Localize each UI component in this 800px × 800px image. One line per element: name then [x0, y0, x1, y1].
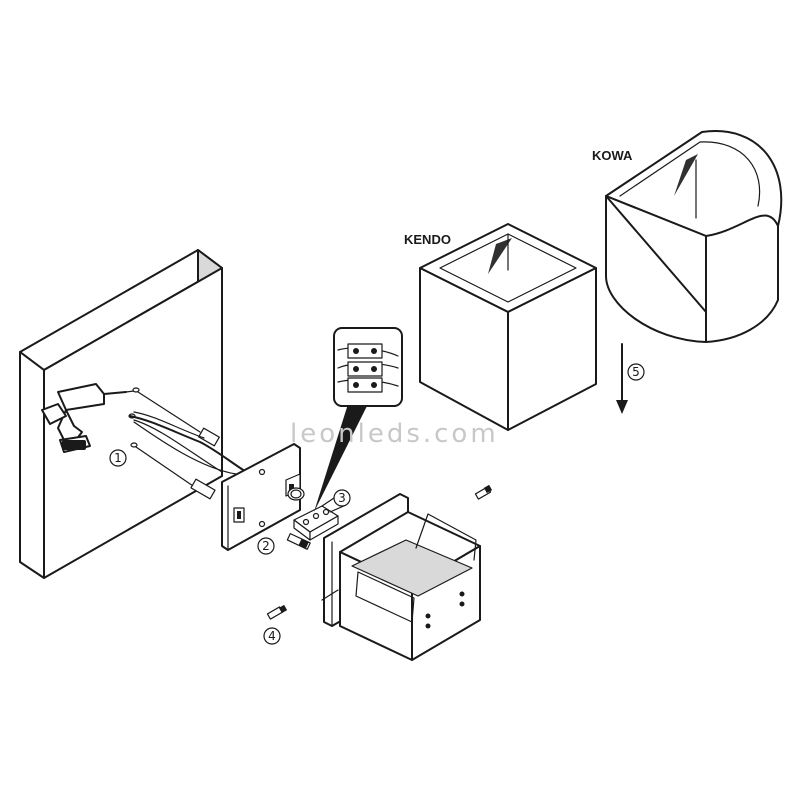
step-1-number: 1: [114, 451, 122, 465]
set-screw-bottom-icon: [266, 604, 288, 620]
power-cable: [129, 411, 261, 481]
step-4-number: 4: [268, 629, 276, 643]
terminal-block: [293, 497, 347, 541]
mounting-bracket: [285, 473, 305, 501]
callout-pointer: [314, 404, 368, 512]
mounting-plate: [221, 443, 301, 551]
kowa-label: KOWA: [592, 148, 633, 163]
step-5-marker: 5: [627, 363, 645, 381]
lamp-body: [321, 493, 481, 661]
step-3-marker: 3: [333, 489, 351, 507]
set-screw-top-icon: [474, 484, 493, 500]
watermark-text: leonleds.com: [290, 419, 499, 449]
kowa-shade: [605, 130, 783, 343]
wall-block: [19, 249, 223, 579]
screw-icon: [286, 533, 311, 550]
drill-icon: [41, 383, 135, 453]
step-3-number: 3: [338, 491, 346, 505]
step-4-marker: 4: [263, 627, 281, 645]
kendo-shade: [419, 223, 597, 431]
wiring-detail-inset: [333, 327, 403, 407]
kendo-label: KENDO: [404, 232, 451, 247]
step-5-arrow: [616, 343, 628, 414]
step-2-number: 2: [262, 539, 270, 553]
step-2-marker: 2: [257, 537, 275, 555]
step-1-marker: 1: [109, 449, 127, 467]
step-5-number: 5: [632, 365, 640, 379]
